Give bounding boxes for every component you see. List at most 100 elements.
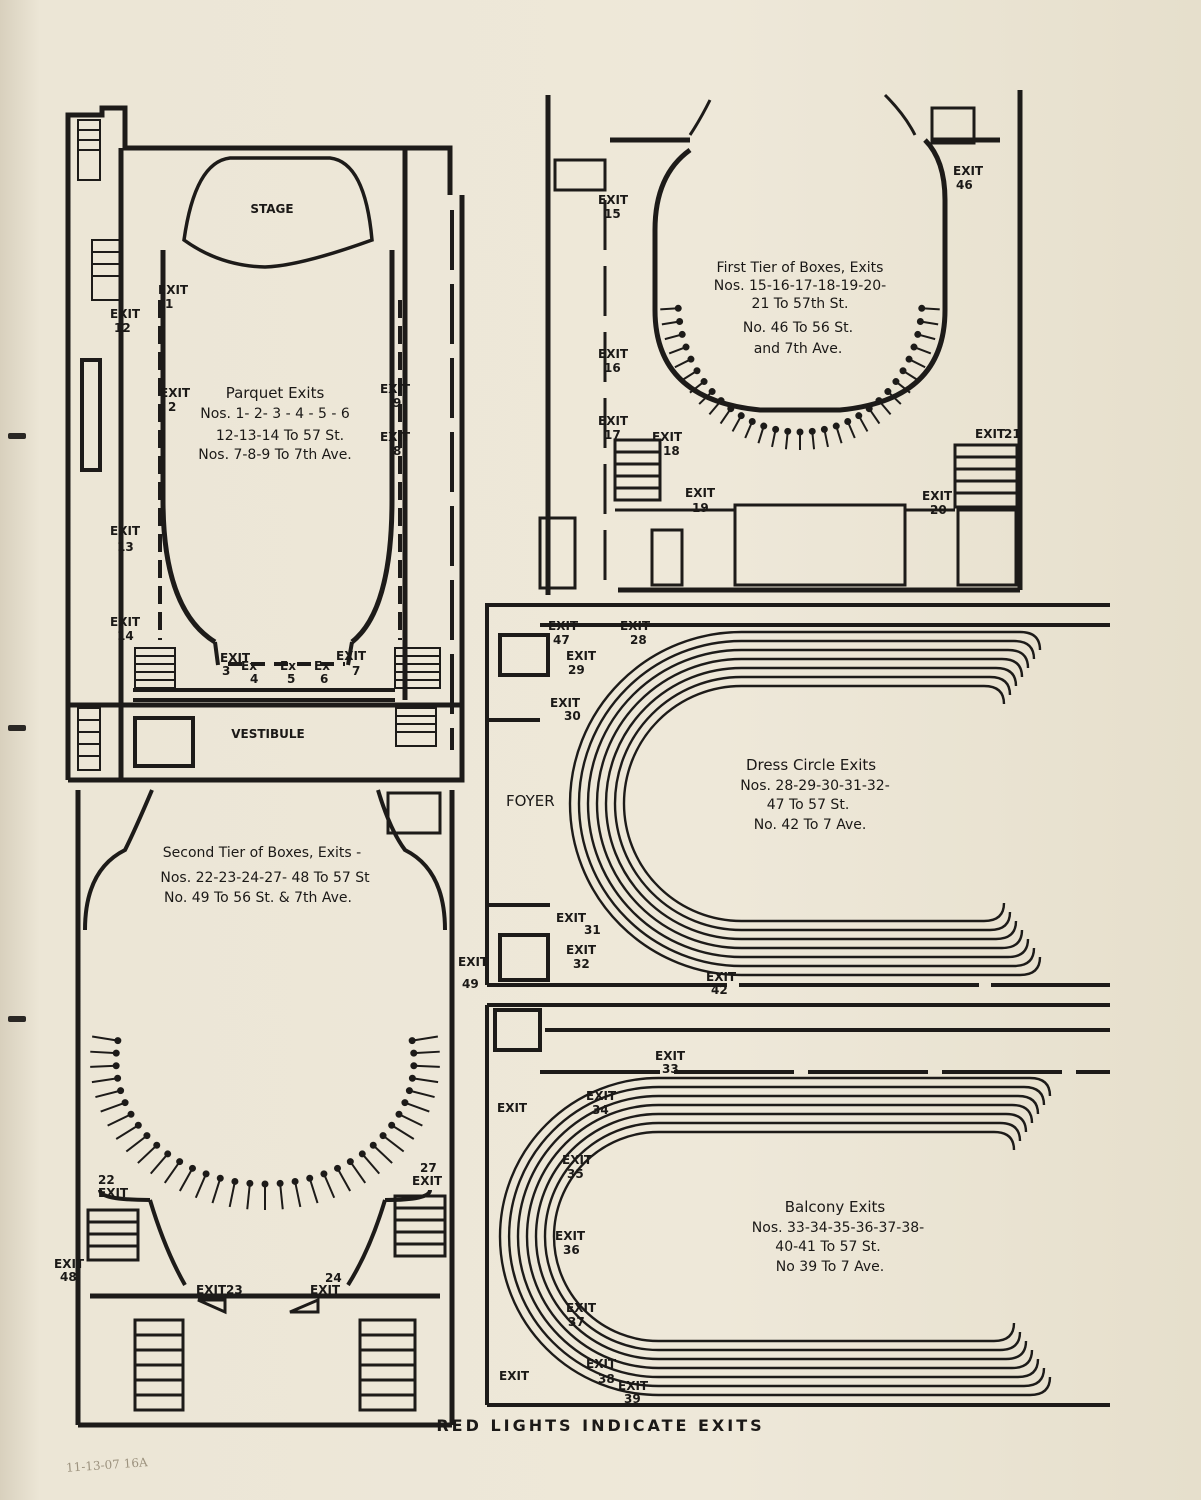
box-light bbox=[410, 1049, 418, 1057]
seating-row-line bbox=[568, 630, 1020, 977]
exit-word: EXIT bbox=[655, 1049, 686, 1063]
seating-row-line bbox=[586, 648, 1008, 959]
seating-row-line bbox=[507, 1085, 1024, 1388]
ex-word: Ex bbox=[280, 659, 296, 673]
seating-row-end bbox=[995, 666, 1018, 687]
seating-row-end bbox=[1017, 1358, 1040, 1379]
box-light bbox=[408, 1037, 416, 1045]
ex-word: Ex bbox=[314, 659, 330, 673]
seating-row-end bbox=[993, 1322, 1016, 1343]
exit-word: EXIT bbox=[458, 955, 489, 969]
exit-28: 28 bbox=[630, 633, 647, 647]
box-light bbox=[369, 1141, 377, 1149]
box-partition bbox=[163, 1161, 181, 1184]
exit-word: EXIT bbox=[922, 489, 953, 503]
box-light bbox=[405, 1087, 413, 1095]
binding-holes bbox=[8, 433, 26, 1022]
exit-47: 47 bbox=[553, 633, 570, 647]
box-light bbox=[855, 412, 863, 420]
exit-38: 38 bbox=[598, 1372, 615, 1386]
box-partition bbox=[372, 1144, 393, 1164]
box-partition bbox=[95, 1089, 121, 1099]
exit-33: 33 bbox=[662, 1062, 679, 1076]
box-light bbox=[306, 1174, 314, 1182]
box-partition bbox=[279, 1183, 284, 1210]
box-light bbox=[216, 1174, 224, 1182]
balcony-line3: No 39 To 7 Ave. bbox=[776, 1259, 884, 1275]
box-light bbox=[358, 1150, 366, 1158]
box-light bbox=[291, 1177, 299, 1185]
box-light bbox=[276, 1179, 284, 1187]
exit-31: 31 bbox=[584, 923, 601, 937]
box-light bbox=[737, 412, 745, 420]
exit-21: 21 bbox=[1004, 427, 1021, 441]
dress-circle-line2: 47 To 57 St. bbox=[767, 797, 850, 813]
exit-4: 4 bbox=[250, 672, 258, 686]
dress-circle-line3: No. 42 To 7 Ave. bbox=[754, 817, 867, 833]
exit-word: EXIT bbox=[706, 970, 737, 984]
exit-19: 19 bbox=[692, 501, 709, 515]
box-partition bbox=[294, 1181, 302, 1208]
exit-46: 46 bbox=[956, 178, 973, 192]
box-light bbox=[760, 422, 768, 430]
box-partition bbox=[412, 1077, 439, 1084]
exit-word: EXIT bbox=[620, 619, 651, 633]
exit-word: EXIT bbox=[499, 1369, 530, 1383]
box-light bbox=[914, 330, 922, 338]
box-light bbox=[117, 1087, 125, 1095]
seating-row-end bbox=[983, 684, 1006, 705]
exit-12: 12 bbox=[114, 321, 131, 335]
box-partition bbox=[336, 1167, 352, 1192]
box-partition bbox=[137, 1144, 158, 1164]
box-partition bbox=[391, 1124, 415, 1140]
exit-word: EXIT bbox=[685, 486, 716, 500]
box-light bbox=[379, 1132, 387, 1140]
box-light bbox=[784, 427, 792, 435]
seating-row-end bbox=[995, 920, 1018, 941]
box-partition bbox=[90, 1064, 117, 1068]
exit-32: 32 bbox=[573, 957, 590, 971]
box-partition bbox=[246, 1183, 251, 1210]
exit-word: EXIT bbox=[598, 414, 629, 428]
box-partition bbox=[323, 1173, 336, 1199]
box-light bbox=[114, 1037, 122, 1045]
box-partition bbox=[382, 1134, 405, 1153]
exit-word: EXIT bbox=[196, 1283, 227, 1297]
exit-word: EXIT bbox=[380, 382, 411, 396]
exit-word: EXIT bbox=[555, 1229, 586, 1243]
box-light bbox=[678, 330, 686, 338]
exit-27: 27 bbox=[420, 1161, 437, 1175]
box-light bbox=[114, 1074, 122, 1082]
parquet-line3: Nos. 7-8-9 To 7th Ave. bbox=[198, 447, 352, 463]
exit-42: 42 bbox=[711, 983, 728, 997]
seating-row-end bbox=[1007, 938, 1030, 959]
exit-34: 34 bbox=[592, 1103, 609, 1117]
box-partition bbox=[107, 1113, 132, 1127]
seating-row-end bbox=[1013, 639, 1036, 660]
box-light bbox=[700, 378, 708, 386]
exit-13: 13 bbox=[117, 540, 134, 554]
exit-word: EXIT bbox=[497, 1101, 528, 1115]
first-tier-line1: Nos. 15-16-17-18-19-20- bbox=[714, 278, 886, 294]
stage-label: STAGE bbox=[250, 202, 293, 216]
exit-2: 2 bbox=[168, 400, 176, 414]
box-light bbox=[188, 1164, 196, 1172]
balcony-line1: Nos. 33-34-35-36-37-38- bbox=[752, 1220, 924, 1236]
exit-word: EXIT bbox=[566, 943, 597, 957]
box-light bbox=[748, 417, 756, 425]
exit-word: EXIT bbox=[566, 649, 597, 663]
exit-word: EXIT bbox=[220, 651, 251, 665]
seating-row-end bbox=[1001, 929, 1024, 950]
seating-row-end bbox=[989, 675, 1012, 696]
box-light bbox=[112, 1049, 120, 1057]
seating-row-end bbox=[1023, 1367, 1046, 1388]
exit-word: EXIT bbox=[380, 430, 411, 444]
exit-legend-caption: RED LIGHTS INDICATE EXITS bbox=[436, 1416, 765, 1435]
seating-row-end bbox=[1029, 1376, 1052, 1397]
box-light bbox=[143, 1132, 151, 1140]
